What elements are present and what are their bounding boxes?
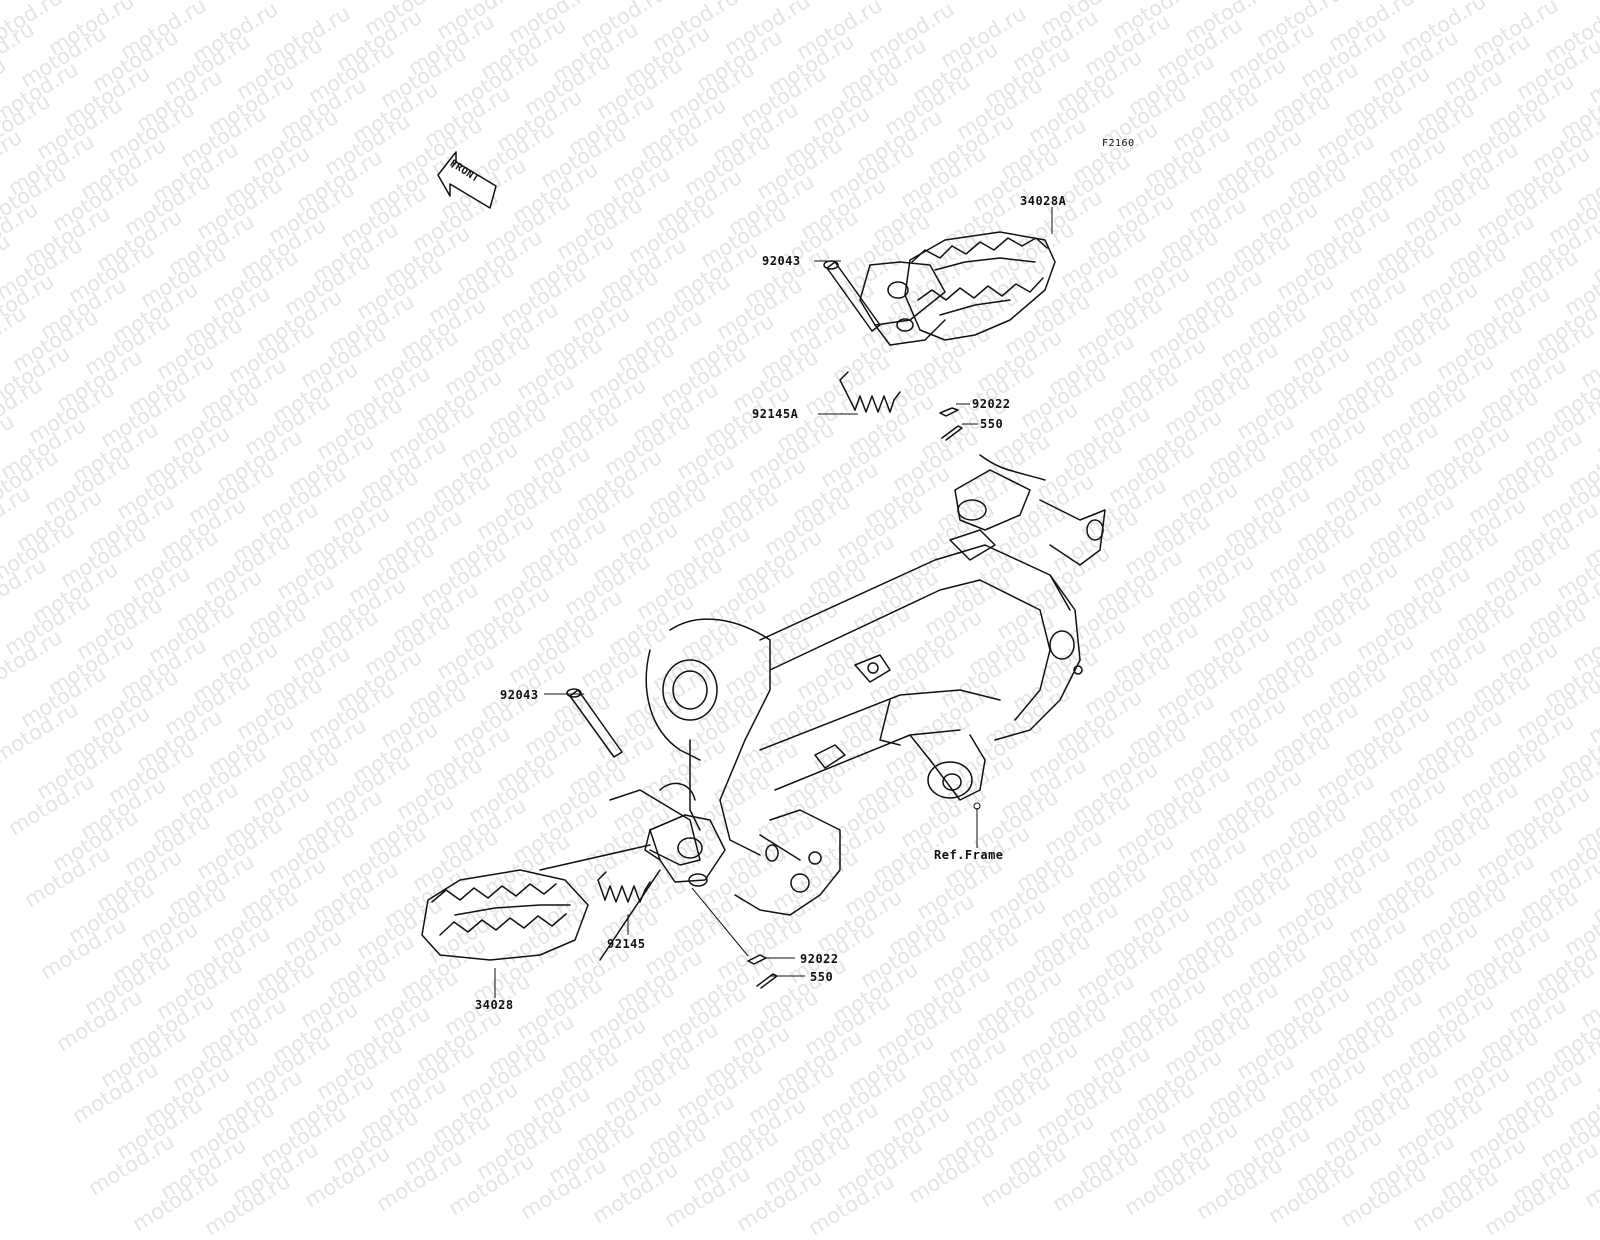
callout-upper-92022: 92022 (972, 397, 1011, 411)
diagram-drawing (421, 151, 1106, 998)
callout-upper-92145a: 92145A (752, 407, 799, 421)
diagram-code: F2160 (1102, 138, 1135, 149)
upper-footpeg-drawing (814, 207, 1056, 441)
callout-lower-92145: 92145 (607, 937, 646, 951)
callout-upper-92043: 92043 (762, 254, 801, 268)
callout-upper-34028a: 34028A (1020, 194, 1067, 208)
ref-frame-label: Ref.Frame (934, 848, 1004, 862)
callout-lower-92022: 92022 (800, 952, 839, 966)
frame-drawing (609, 454, 1106, 916)
front-arrow-icon (437, 151, 497, 209)
callout-lower-550: 550 (810, 970, 834, 984)
callout-lower-92043: 92043 (500, 688, 539, 702)
callout-upper-550: 550 (980, 417, 1004, 431)
lower-footpeg-drawing (421, 688, 805, 998)
callout-lower-34028: 34028 (475, 998, 514, 1012)
